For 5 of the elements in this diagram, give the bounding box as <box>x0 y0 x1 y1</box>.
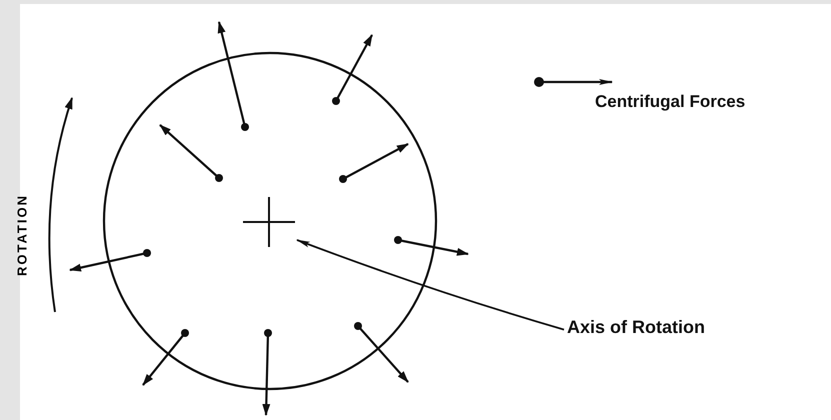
rotation-label: ROTATION <box>14 194 30 276</box>
callout-text: Axis of Rotation <box>567 317 705 338</box>
leader-line <box>296 239 564 330</box>
axis-cross <box>243 197 295 247</box>
legend-text: Centrifugal Forces <box>595 92 746 112</box>
